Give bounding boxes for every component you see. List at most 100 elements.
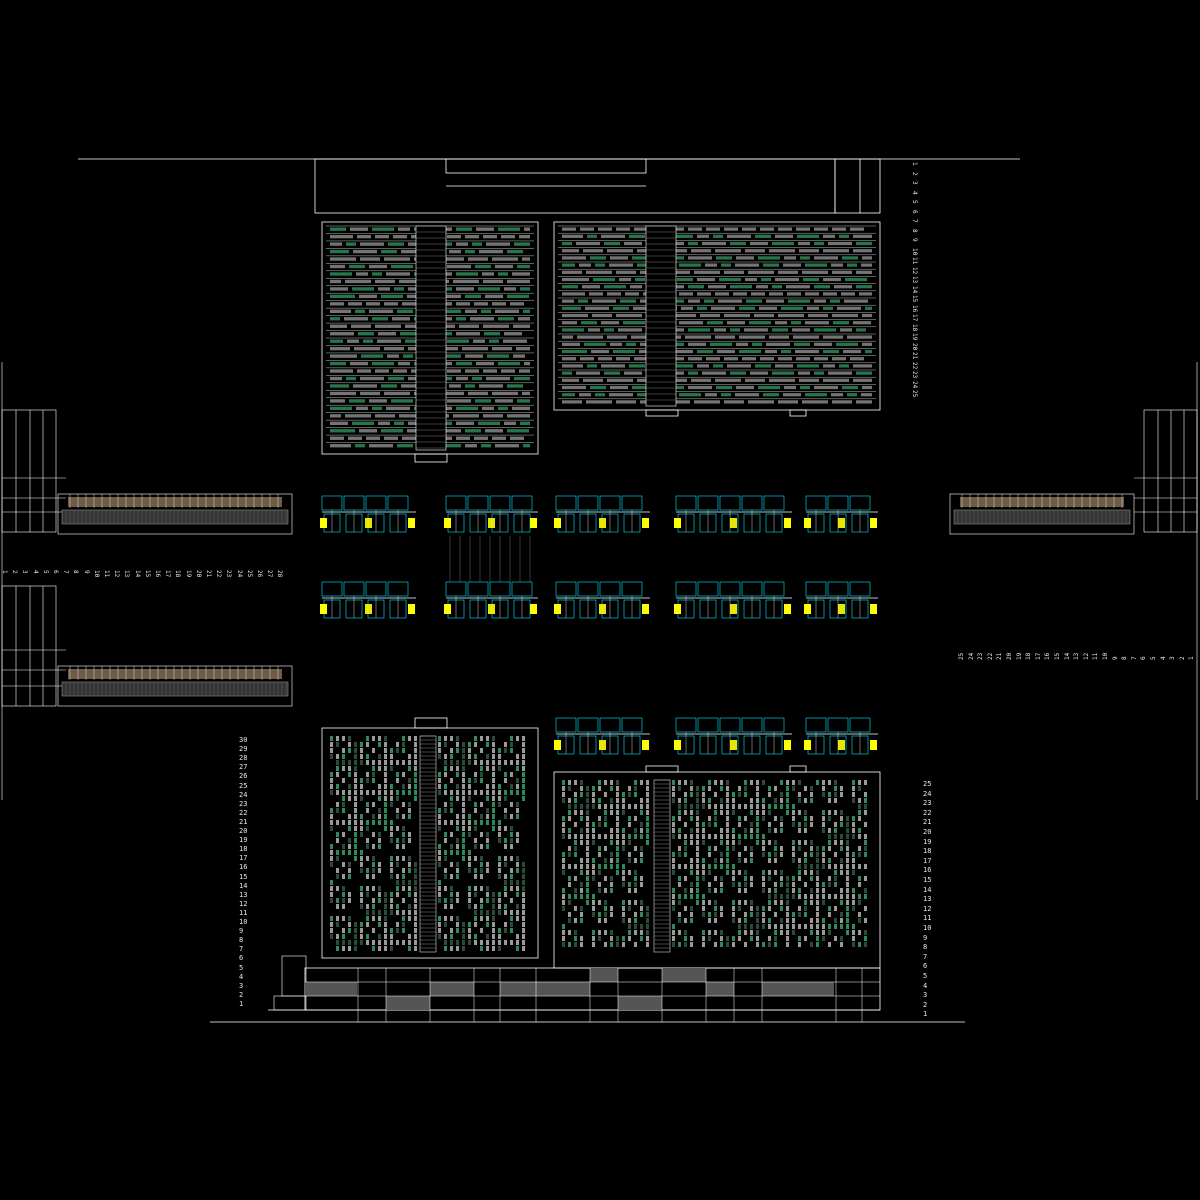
axis-top-right-3: 3 <box>911 181 918 185</box>
level-right-11: 11 <box>923 914 932 923</box>
level-right-12: 12 <box>923 904 932 913</box>
ur-floor <box>558 268 876 274</box>
axis-left-11: 11 <box>103 570 110 578</box>
level-left-21: 21 <box>239 817 248 826</box>
axis-top-right-17: 17 <box>911 314 918 322</box>
level-left-15: 15 <box>239 872 248 881</box>
axis-top-right-21: 21 <box>911 352 918 360</box>
level-left-10: 10 <box>239 918 248 926</box>
level-left-22: 22 <box>239 808 248 817</box>
side-corridor-strips <box>57 493 1135 707</box>
axis-left-22: 22 <box>215 570 223 578</box>
axis-right-23: 23 <box>977 652 985 660</box>
level-left-23: 23 <box>239 799 248 808</box>
level-left-11: 11 <box>239 908 248 917</box>
lower-right-elevation-block <box>553 765 881 969</box>
axis-right-24: 24 <box>967 652 975 660</box>
level-left-2: 2 <box>239 990 244 999</box>
axis-left-17: 17 <box>164 570 172 578</box>
axis-top-right-10: 10 <box>911 247 918 255</box>
axis-top-right-25: 25 <box>911 390 918 398</box>
upper-right-building-block <box>553 221 881 417</box>
level-right-24: 24 <box>923 789 932 798</box>
axis-left-12: 12 <box>113 570 121 578</box>
ur-floor <box>558 290 876 296</box>
plan-a2 <box>444 495 538 533</box>
level-left-28: 28 <box>239 754 248 763</box>
left-side-elevation <box>1 362 66 800</box>
axis-right-22: 22 <box>986 652 994 660</box>
axis-top-right-13: 13 <box>911 276 918 284</box>
level-right-22: 22 <box>923 808 932 817</box>
axis-left-18: 18 <box>174 570 182 578</box>
axis-top-right-5: 5 <box>911 200 918 204</box>
plan-a1 <box>320 495 416 533</box>
level-left-25: 25 <box>239 781 248 790</box>
left-strip-2 <box>57 665 293 707</box>
right-strip-1 <box>949 493 1135 535</box>
plan-b3 <box>554 581 650 619</box>
axis-right-4: 4 <box>1159 656 1167 660</box>
axis-left-13: 13 <box>123 570 131 578</box>
level-right-9: 9 <box>923 933 928 942</box>
level-right-3: 3 <box>923 991 928 1000</box>
level-left-14: 14 <box>239 881 248 890</box>
right-side-elevation <box>1134 362 1198 800</box>
level-right-19: 19 <box>923 837 932 846</box>
plan-b2 <box>444 581 538 619</box>
level-left-27: 27 <box>239 763 248 772</box>
axis-right-13: 13 <box>1073 652 1081 660</box>
axis-left-4: 4 <box>31 570 39 574</box>
level-right-14: 14 <box>923 885 932 894</box>
axis-left-10: 10 <box>92 570 100 578</box>
axis-right-2: 2 <box>1178 656 1186 660</box>
level-left-24: 24 <box>239 790 248 799</box>
left-strip-1 <box>57 493 293 535</box>
axis-right-16: 16 <box>1044 652 1052 660</box>
level-right-1: 1 <box>923 1010 928 1019</box>
axis-left-15: 15 <box>143 570 151 578</box>
level-right-2: 2 <box>923 1000 928 1009</box>
axis-top-right-15: 15 <box>911 295 918 303</box>
axis-right-17: 17 <box>1034 652 1042 660</box>
axis-left-24: 24 <box>235 570 243 578</box>
level-right-16: 16 <box>923 866 932 875</box>
axis-left-6: 6 <box>52 570 59 574</box>
axis-left-7: 7 <box>62 570 70 574</box>
level-left-18: 18 <box>239 845 248 854</box>
upper-left-building-block <box>321 221 539 463</box>
ur-floor <box>558 240 876 246</box>
level-left-30: 30 <box>239 736 248 744</box>
axis-left-1: 1 <box>1 570 8 574</box>
level-left-9: 9 <box>239 927 244 936</box>
axis-right-25: 25 <box>958 652 965 660</box>
level-left-17: 17 <box>239 854 248 863</box>
axis-top-right-18: 18 <box>911 323 918 331</box>
axis-right-20: 20 <box>1006 652 1013 660</box>
axis-right-8: 8 <box>1121 656 1129 660</box>
plan-c1 <box>554 717 650 755</box>
floor-plan-units <box>320 495 878 755</box>
level-left-12: 12 <box>239 899 248 908</box>
axis-left-5: 5 <box>41 570 49 574</box>
axis-left-25: 25 <box>245 570 253 578</box>
level-right-8: 8 <box>923 943 928 952</box>
plan-c2 <box>674 717 792 755</box>
level-left-6: 6 <box>239 954 244 963</box>
axis-left-26: 26 <box>256 570 263 578</box>
ur-floor <box>558 348 876 354</box>
axis-right-21: 21 <box>996 652 1004 660</box>
axis-right-15: 15 <box>1054 652 1061 660</box>
axis-right-18: 18 <box>1025 652 1033 660</box>
axis-left-27: 27 <box>266 570 274 578</box>
axis-top-right-12: 12 <box>911 266 918 274</box>
level-right-18: 18 <box>923 847 932 856</box>
plan-b4 <box>674 581 792 619</box>
level-left-1: 1 <box>239 999 244 1008</box>
axis-top-right-20: 20 <box>911 342 918 350</box>
level-right-15: 15 <box>923 876 932 884</box>
level-left-4: 4 <box>239 972 244 981</box>
level-right-21: 21 <box>923 818 932 827</box>
